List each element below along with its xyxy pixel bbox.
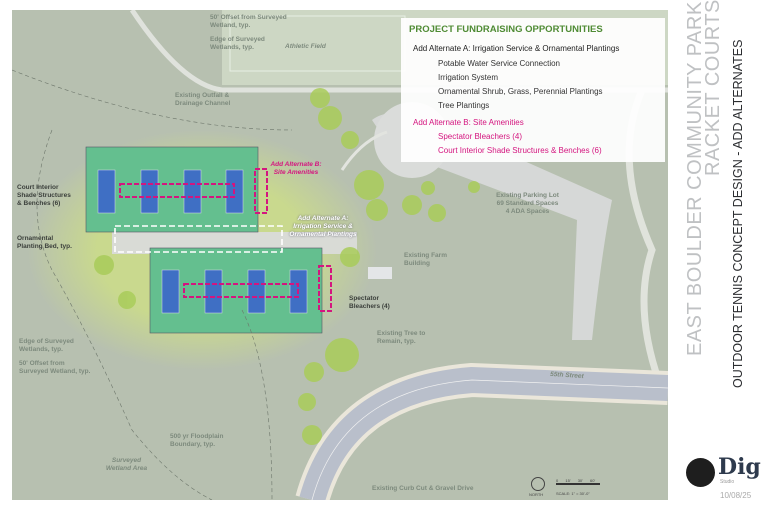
farm-building bbox=[368, 267, 392, 279]
label-add-alternate-a: Add Alternate A: Irrigation Service & Or… bbox=[289, 215, 357, 238]
alt-a-item: Tree Plantings bbox=[438, 101, 490, 110]
alt-a-item: Ornamental Shrub, Grass, Perennial Plant… bbox=[438, 87, 603, 96]
alt-b-item: Spectator Bleachers (4) bbox=[438, 132, 523, 141]
court-block-lower bbox=[149, 247, 323, 334]
dig-studio-logo-icon bbox=[686, 458, 715, 487]
logo-name: Dig bbox=[718, 454, 761, 480]
wetland-boundaries bbox=[11, 69, 293, 501]
scale-ticks: 0 15' 30' 60' bbox=[556, 478, 596, 483]
alternate-a-outline bbox=[114, 225, 283, 253]
label-add-alternate-b: Add Alternate B: Site Amenities bbox=[270, 161, 322, 176]
label-bleachers: Spectator Bleachers (4) bbox=[349, 295, 390, 310]
court-block-upper bbox=[85, 146, 259, 233]
project-title: RACKET COURTS bbox=[702, 0, 724, 176]
label-athletic-field: Athletic Field bbox=[285, 43, 326, 50]
subtitle: OUTDOOR TENNIS CONCEPT DESIGN - ADD ALTE… bbox=[731, 39, 745, 388]
trees bbox=[94, 88, 480, 445]
scale-bar bbox=[556, 483, 600, 485]
label-parking-lot: Existing Parking Lot 69 Standard Spaces … bbox=[496, 192, 559, 215]
label-planting-bed: Ornamental Planting Bed, typ. bbox=[17, 235, 72, 250]
north-arrow-icon bbox=[531, 477, 545, 491]
label-wetland-offset-bottom: 50' Offset from Surveyed Wetland, typ. bbox=[19, 360, 91, 375]
label-outfall: Existing Outfall & Drainage Channel bbox=[175, 92, 231, 107]
alt-a-item: Potable Water Service Connection bbox=[438, 59, 560, 68]
legend-title: PROJECT FUNDRAISING OPPORTUNITIES bbox=[409, 24, 603, 35]
label-wetland-edge-bottom: Edge of Surveyed Wetlands, typ. bbox=[19, 338, 74, 353]
date: 10/08/25 bbox=[720, 491, 752, 500]
label-shade-structures: Court Interior Shade Structures & Benche… bbox=[17, 184, 71, 207]
alt-b-heading: Add Alternate B: Site Amenities bbox=[413, 118, 524, 127]
scale-text: SCALE: 1" = 30'-0" bbox=[556, 491, 590, 496]
label-wetland-edge-top: Edge of Surveyed Wetlands, typ. bbox=[210, 36, 265, 51]
alt-a-item: Irrigation System bbox=[438, 73, 499, 82]
north-label: NORTH bbox=[529, 492, 544, 497]
path bbox=[129, 8, 668, 93]
label-wetland-offset-top: 50' Offset from Surveyed Wetland, typ. bbox=[210, 14, 287, 29]
label-farm-building: Existing Farm Building bbox=[404, 252, 447, 267]
alternate-b-outlines bbox=[119, 168, 332, 312]
label-existing-tree: Existing Tree to Remain, typ. bbox=[377, 330, 426, 345]
label-curb-cut: Existing Curb Cut & Gravel Drive bbox=[372, 485, 474, 492]
label-surveyed-wetland-area: Surveyed Wetland Area bbox=[105, 457, 148, 472]
alt-b-item: Court Interior Shade Structures & Benche… bbox=[438, 146, 602, 155]
logo-sub: Studio bbox=[720, 479, 735, 485]
alt-a-heading: Add Alternate A: Irrigation Service & Or… bbox=[413, 44, 620, 53]
label-floodplain: 500 yr Floodplain Boundary, typ. bbox=[170, 433, 224, 448]
fundraising-legend: PROJECT FUNDRAISING OPPORTUNITIES Add Al… bbox=[401, 18, 665, 162]
